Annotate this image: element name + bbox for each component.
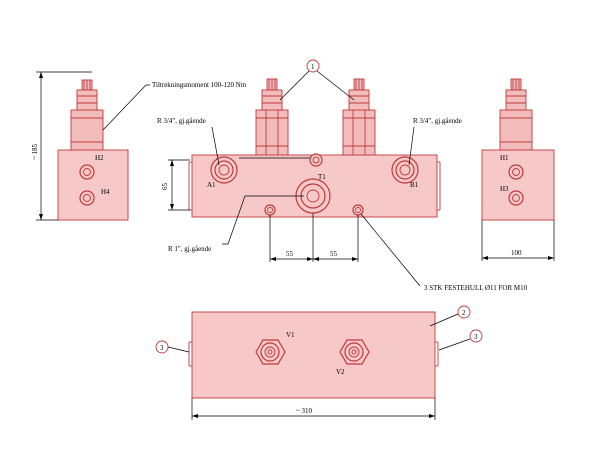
port-h4 [79, 190, 95, 206]
left-side-view: H2 H4 ~ 185 Tiltrekningsmoment 100-120 N… [31, 71, 247, 221]
front-valve-2-stem [348, 89, 370, 111]
front-valve-1-nut [255, 109, 289, 156]
label-t1: T1 [318, 173, 326, 181]
right-valve-nut [499, 109, 533, 151]
dim-65: 65 [161, 183, 169, 191]
right-side-view: H1 H3 100 [481, 78, 555, 261]
balloon-1-label: 1 [311, 63, 315, 71]
front-view: 1 A1 R 3/4", gj.gående B1 R 3/4", gj.gåe… [157, 59, 528, 292]
label-h3: H3 [500, 185, 509, 193]
balloon-3-right [469, 329, 483, 343]
mounting-hole-right [352, 204, 364, 216]
dim-55-right: 55 [330, 250, 338, 258]
label-h2: H2 [95, 154, 104, 162]
port-t1-spec: R 1", gj.gående [168, 245, 211, 253]
balloon-2-label: 2 [462, 309, 466, 317]
label-a1: A1 [207, 181, 216, 189]
dim-55-left: 55 [286, 250, 294, 258]
front-valve-1-stem [261, 89, 283, 111]
label-h4: H4 [101, 188, 110, 196]
label-b1: B1 [410, 181, 419, 189]
leader-torque [102, 84, 150, 131]
right-block-body [481, 149, 555, 221]
right-valve-stem [505, 89, 527, 111]
torque-label: Tiltrekningsmoment 100-120 Nm [152, 81, 247, 89]
port-h2 [79, 164, 95, 180]
label-v2: V2 [336, 368, 345, 376]
top-view: V1 V2 2 3 3 ~ 310 [155, 305, 483, 420]
dim-310: ~ 310 [296, 407, 313, 415]
mounting-hole-left [264, 204, 276, 216]
left-valve-nut [70, 109, 104, 151]
balloon-2 [457, 305, 471, 319]
port-h1 [508, 164, 524, 180]
port-h3 [508, 190, 524, 206]
balloon-3-left-label: 3 [160, 344, 164, 352]
mounting-holes-label: 3 STK FESTEHULL Ø11 FOR M10 [424, 284, 528, 292]
left-valve-stem [76, 89, 98, 111]
left-block-body [57, 149, 129, 221]
port-b1-spec: R 3/4", gj.gående [413, 117, 462, 125]
label-h1: H1 [500, 154, 509, 162]
balloon-1 [306, 59, 320, 73]
dim-height-185: ~ 185 [31, 143, 39, 160]
balloon-3-right-label: 3 [474, 333, 478, 341]
leader-t1 [222, 195, 304, 245]
top-block-body [191, 311, 436, 399]
port-a1-spec: R 3/4", gj.gående [157, 117, 206, 125]
label-v1: V1 [286, 331, 295, 339]
front-valve-2-nut [342, 109, 376, 156]
dim-100: 100 [511, 249, 522, 257]
port-gauge [309, 153, 323, 167]
